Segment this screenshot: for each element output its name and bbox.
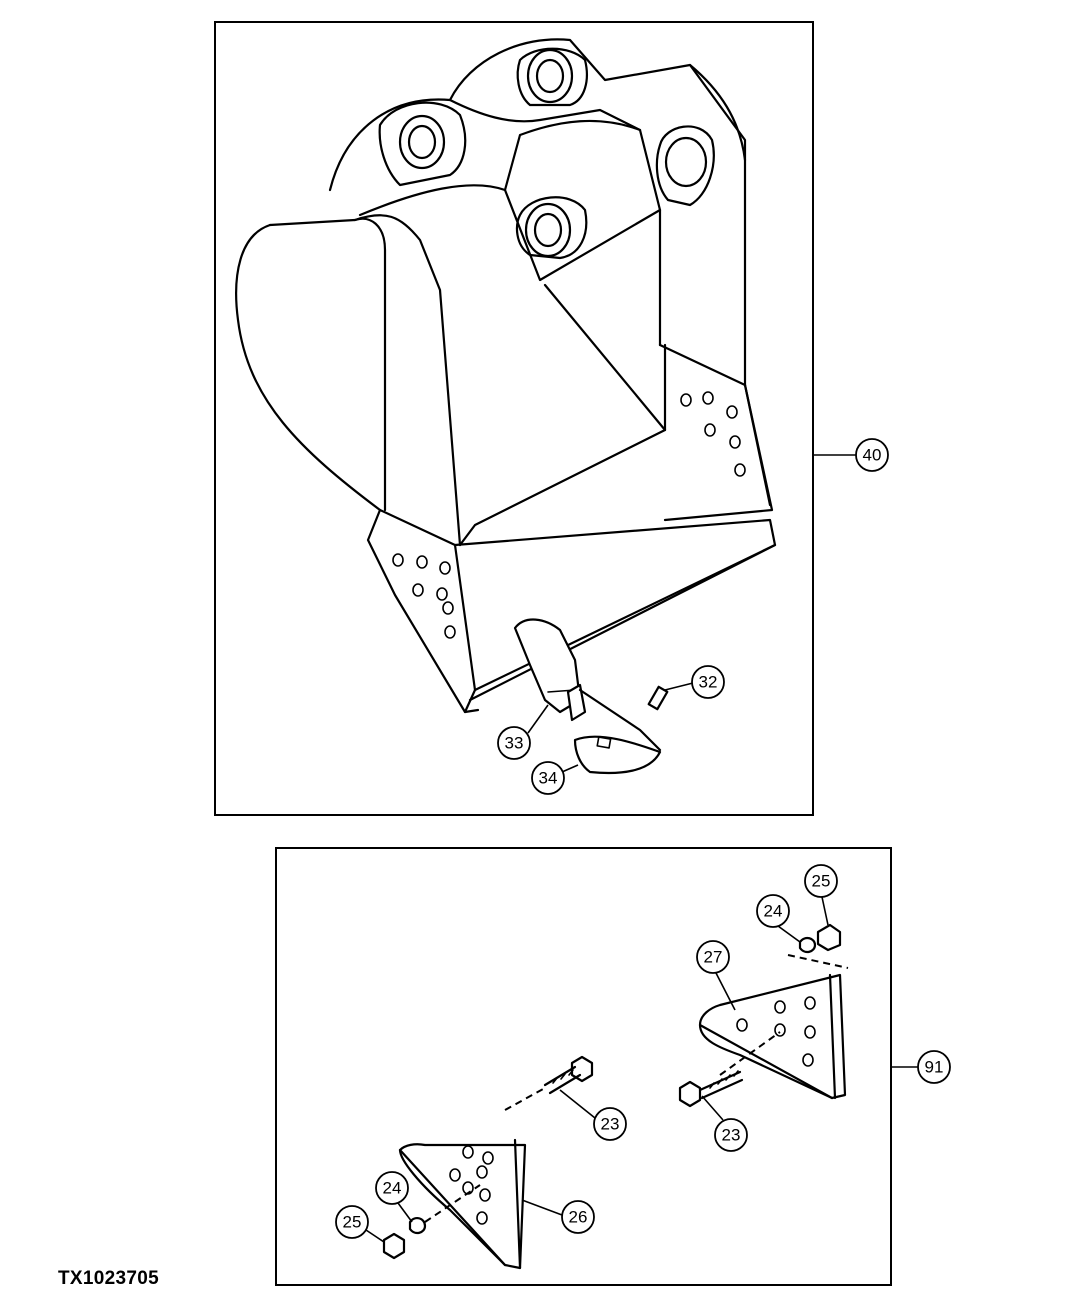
hardware-left — [382, 1055, 594, 1260]
svg-text:25: 25 — [343, 1213, 362, 1232]
svg-text:23: 23 — [601, 1115, 620, 1134]
callout-pin: 32 — [664, 665, 725, 699]
pin-bosses — [398, 48, 708, 258]
svg-text:34: 34 — [539, 769, 558, 788]
bucket-illustration — [235, 38, 777, 714]
callout-tooth: 33 — [497, 704, 549, 760]
callout-side-cutter-left: 26 — [521, 1199, 595, 1234]
callout-washer-left: 24 — [375, 1171, 413, 1223]
callout-bolt-right: 23 — [701, 1095, 748, 1152]
side-cutter-right — [698, 954, 849, 1100]
tooth-adapter-assembly — [513, 618, 669, 775]
callout-nut-right: 25 — [804, 864, 838, 926]
bucket-panel-frame — [214, 21, 814, 816]
callout-bolt-left: 23 — [559, 1089, 627, 1141]
callout-side-cutter-right: 27 — [696, 940, 736, 1011]
callout-nut-left: 25 — [335, 1205, 385, 1243]
svg-text:27: 27 — [704, 948, 723, 967]
svg-text:23: 23 — [722, 1126, 741, 1145]
svg-text:40: 40 — [863, 446, 882, 465]
svg-text:26: 26 — [569, 1208, 588, 1227]
side-plate-holes — [392, 391, 746, 639]
svg-text:24: 24 — [383, 1179, 402, 1198]
svg-text:25: 25 — [812, 872, 831, 891]
callout-side-cutter-kit: 91 — [891, 1050, 951, 1084]
figure-id-label: TX1023705 — [58, 1268, 159, 1289]
svg-text:33: 33 — [505, 734, 524, 753]
hardware-right — [678, 923, 842, 1108]
side-cutter-left — [398, 1087, 546, 1270]
callout-bucket-assembly: 40 — [813, 438, 889, 472]
svg-text:32: 32 — [699, 673, 718, 692]
callout-washer-right: 24 — [756, 894, 801, 943]
svg-text:91: 91 — [925, 1058, 944, 1077]
svg-text:24: 24 — [764, 902, 783, 921]
callout-adapter: 34 — [531, 761, 579, 795]
